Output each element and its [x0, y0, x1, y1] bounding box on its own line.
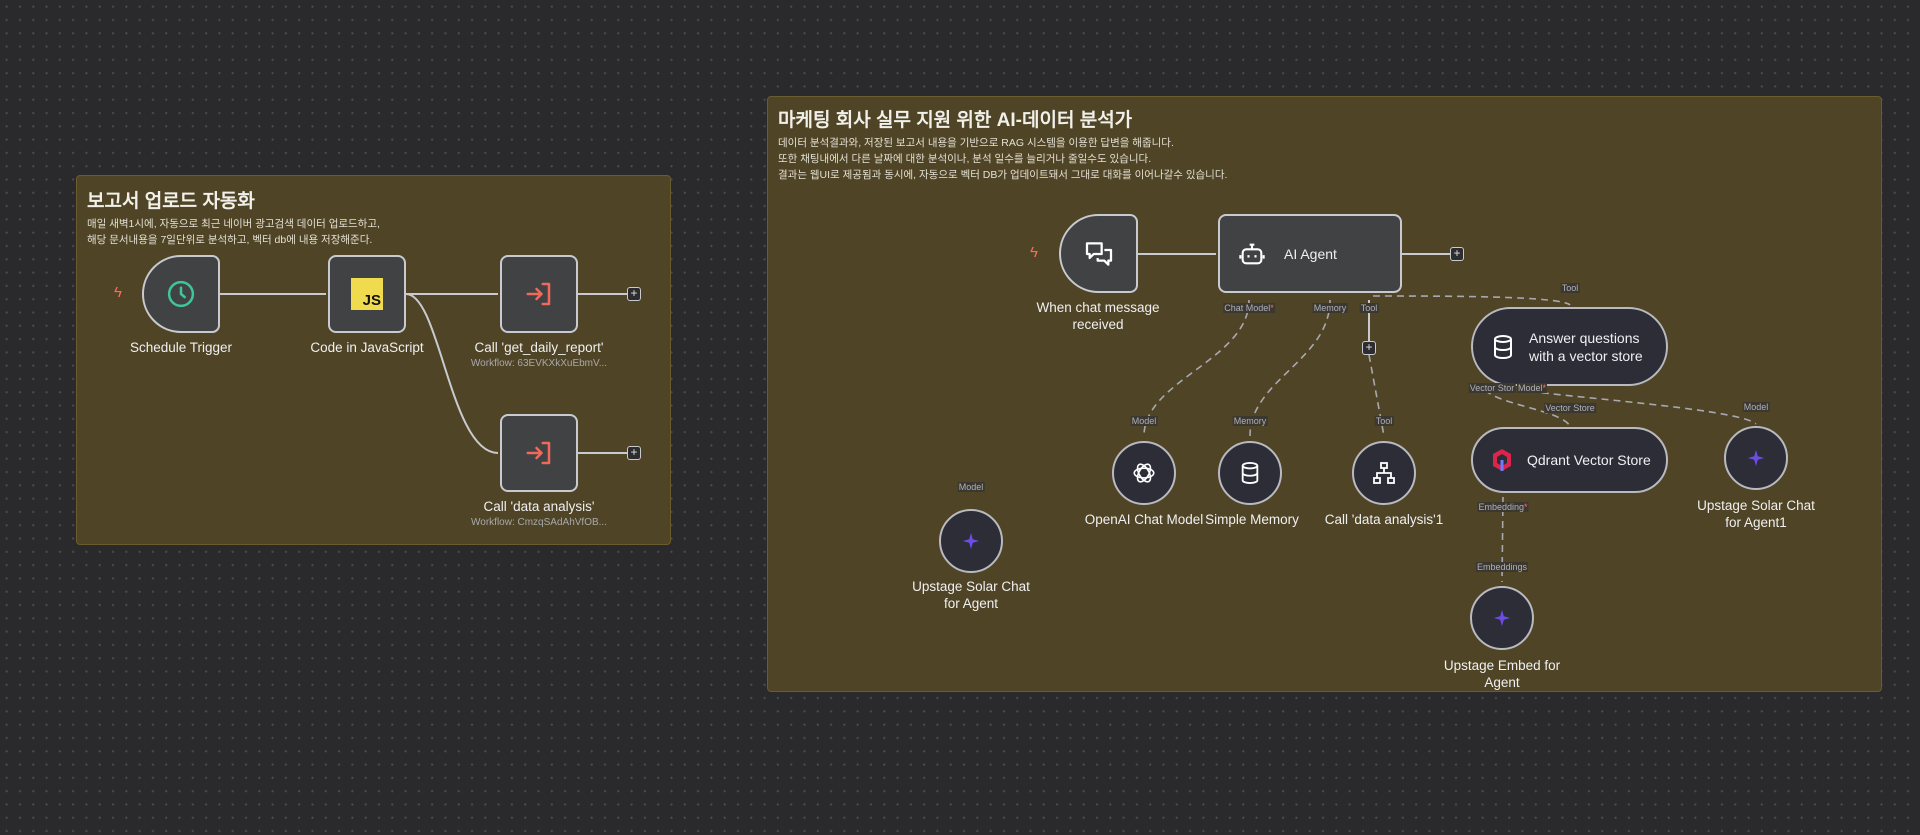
handle-text: Chat Model [1224, 303, 1271, 313]
upstage-icon [1493, 609, 1511, 627]
database-icon [1241, 461, 1259, 485]
handle-label-vector-store: Vector Store [1544, 403, 1596, 413]
desc-line: 또한 채팅내에서 다른 날짜에 대한 분석이나, 분석 일수를 늘리거나 줄일수… [778, 153, 1152, 165]
node-answer-vector-store[interactable]: Answer questions with a vector store [1471, 307, 1668, 386]
desc-line: 결과는 웹UI로 제공됨과 동시에, 자동으로 벡터 DB가 업데이트돼서 그대… [778, 169, 1228, 181]
handle-label-tool: Tool [1359, 303, 1379, 313]
node-upstage-solar-chat[interactable] [939, 509, 1003, 573]
desc-line: 데이터 분석결과와, 저장된 보고서 내용을 기반으로 RAG 시스템을 이용한… [778, 137, 1174, 149]
required-marker: * [1270, 303, 1274, 313]
node-title: AI Agent [1284, 245, 1337, 262]
database-icon [1494, 334, 1512, 359]
node-call-data-analysis-tool[interactable] [1352, 441, 1416, 505]
node-schedule-trigger[interactable] [142, 255, 220, 333]
node-title: Answer questions with a vector store [1529, 329, 1643, 364]
node-label: Schedule Trigger [129, 340, 233, 355]
upstage-icon [962, 532, 980, 550]
javascript-icon: JS [351, 278, 383, 310]
clock-icon [167, 280, 195, 308]
handle-label-memory: Memory [1232, 416, 1268, 426]
node-call-get-daily-report[interactable] [500, 255, 578, 333]
node-subtitle: Workflow: CmzqSAdAhVfOB... [471, 517, 607, 528]
node-label: Call 'get_daily_report' [474, 340, 604, 355]
node-upstage-embed[interactable] [1470, 586, 1534, 650]
node-label: Call 'data analysis' [483, 499, 595, 514]
handle-label-chat-model: Chat Model* [1223, 303, 1275, 313]
node-label: When chat message received [1036, 300, 1160, 332]
handle-text: Model [1517, 383, 1543, 393]
node-qdrant-vector-store[interactable]: Qdrant Vector Store [1471, 427, 1668, 493]
add-node-button[interactable]: + [627, 287, 641, 301]
handle-label-model: Model [1742, 402, 1770, 412]
desc-line: 매일 새벽1시에, 자동으로 최근 네이버 광고검색 데이터 업로드하고, [87, 218, 380, 230]
node-ai-agent[interactable]: AI Agent [1218, 214, 1402, 293]
node-label: Upstage Embed for Agent [1443, 658, 1561, 690]
sticky-description: 매일 새벽1시에, 자동으로 최근 네이버 광고검색 데이터 업로드하고, 해당… [87, 216, 380, 248]
handle-label-vector-store: Vector Stor [1468, 383, 1516, 393]
trigger-bolt-icon: ϟ [1030, 244, 1038, 261]
add-node-button[interactable]: + [627, 446, 641, 460]
node-code-javascript[interactable]: JS [328, 255, 406, 333]
node-upstage-solar-chat-1[interactable] [1724, 426, 1788, 490]
qdrant-icon [1493, 449, 1511, 471]
node-openai-chat-model[interactable] [1112, 441, 1176, 505]
add-tool-button[interactable]: + [1362, 341, 1376, 355]
node-title: Qdrant Vector Store [1527, 452, 1651, 468]
handle-label-tool: Tool [1374, 416, 1394, 426]
chat-icon [1085, 241, 1112, 266]
trigger-bolt-icon: ϟ [114, 284, 122, 301]
sitemap-icon [1373, 462, 1395, 484]
handle-label-memory: Memory [1312, 303, 1348, 313]
sticky-description: 데이터 분석결과와, 저장된 보고서 내용을 기반으로 RAG 시스템을 이용한… [778, 135, 1227, 183]
required-marker: * [1542, 383, 1547, 393]
node-label: Simple Memory [1205, 512, 1299, 527]
handle-label-model: Model [957, 482, 985, 492]
required-marker: * [1524, 502, 1528, 512]
execute-workflow-icon [526, 441, 551, 465]
sticky-title: 마케팅 회사 실무 지원 위한 AI-데이터 분석가 [778, 110, 1133, 131]
handle-label-tool: Tool [1560, 283, 1580, 293]
add-node-button[interactable]: + [1450, 247, 1464, 261]
handle-label-model: Model [1130, 416, 1158, 426]
handle-label-embeddings: Embeddings [1475, 562, 1529, 572]
robot-icon [1239, 243, 1265, 264]
node-label: OpenAI Chat Model [1084, 512, 1204, 527]
node-chat-trigger[interactable] [1059, 214, 1138, 293]
handle-text: Embedding [1478, 502, 1525, 512]
node-subtitle: Workflow: 63EVKXkXuEbmV... [470, 358, 608, 369]
execute-workflow-icon [526, 282, 551, 306]
upstage-icon [1747, 449, 1765, 467]
desc-line: 해당 문서내용을 7일단위로 분석하고, 벡터 db에 내용 저장해준다. [87, 234, 373, 246]
handle-label-embedding: Embedding* [1477, 502, 1529, 512]
sticky-title: 보고서 업로드 자동화 [87, 191, 255, 212]
node-label: Upstage Solar Chat for Agent1 [1697, 498, 1815, 530]
node-simple-memory[interactable] [1218, 441, 1282, 505]
openai-icon [1133, 463, 1155, 483]
node-label: Code in JavaScript [310, 340, 424, 355]
node-label: Call 'data analysis'1 [1324, 512, 1444, 527]
handle-label-model: Model* [1516, 383, 1548, 393]
node-call-data-analysis[interactable] [500, 414, 578, 492]
node-label: Upstage Solar Chat for Agent [912, 579, 1030, 611]
